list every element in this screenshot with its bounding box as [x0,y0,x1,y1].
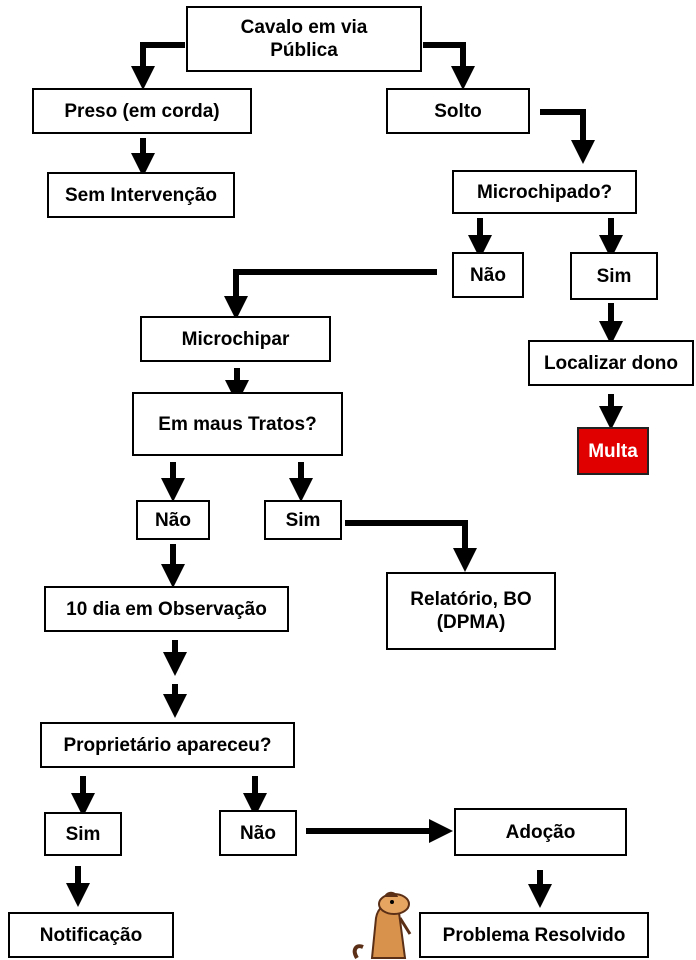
node-multa: Multa [577,427,649,475]
node-nao-chip: Não [452,252,524,298]
node-maus-tratos: Em maus Tratos? [132,392,343,456]
node-microchipar: Microchipar [140,316,331,362]
node-nao-maus: Não [136,500,210,540]
node-notificacao: Notificação [8,912,174,958]
node-sem-intervencao: Sem Intervenção [47,172,235,218]
arrow-solto-to-microchipado [540,109,595,164]
node-sim-chip: Sim [570,252,658,300]
node-solto: Solto [386,88,530,134]
node-sim-maus: Sim [264,500,342,540]
node-proprietario: Proprietário apareceu? [40,722,295,768]
node-sim-prop: Sim [44,812,122,856]
node-relatorio: Relatório, BO (DPMA) [386,572,556,650]
node-observacao: 10 dia em Observação [44,586,289,632]
arrow-sim-to-relatorio [345,520,477,572]
node-adocao: Adoção [454,808,627,856]
cartoon-horse-icon [352,891,412,960]
arrow-root-to-preso [131,42,185,90]
node-problema-resolvido: Problema Resolvido [419,912,649,958]
node-localizar-dono: Localizar dono [528,340,694,386]
node-microchipado: Microchipado? [452,170,637,214]
node-preso: Preso (em corda) [32,88,252,134]
arrow-root-to-solto [423,42,475,90]
node-nao-prop: Não [219,810,297,856]
arrow-nao-to-microchipar [224,269,437,320]
node-root: Cavalo em via Pública [186,6,422,72]
